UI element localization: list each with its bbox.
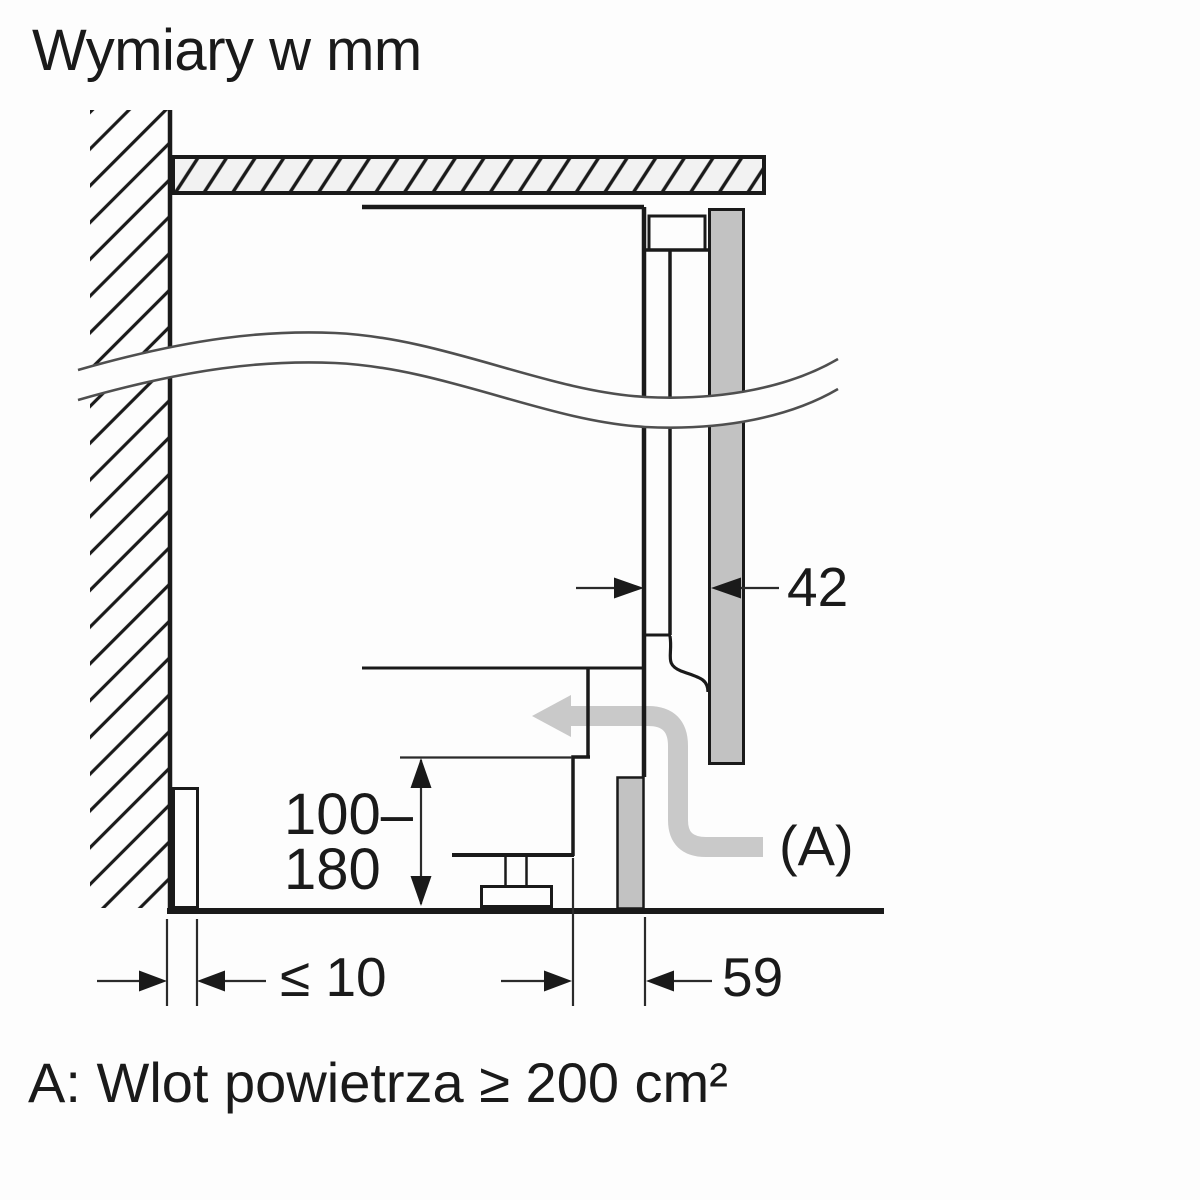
dim-42-right-arrowhead — [711, 577, 741, 599]
dim-180-label: 180 — [284, 837, 381, 902]
break-wave-band — [78, 332, 838, 428]
wall — [90, 110, 173, 909]
plinth-panel — [172, 787, 199, 909]
page-title: Wymiary w mm — [32, 18, 422, 83]
adjustable-foot — [480, 857, 553, 908]
dim-42: 42 — [576, 556, 848, 618]
dim-59-left-arrowhead — [544, 970, 572, 992]
airflow-arrowhead — [532, 695, 571, 737]
dim-59: 59 — [501, 858, 783, 1008]
appliance-door — [643, 250, 710, 693]
dim-100-180-top-arrowhead — [410, 758, 432, 788]
appliance-lower-step — [571, 755, 590, 856]
base-vent-grille — [616, 776, 645, 910]
dim-59-label: 59 — [722, 946, 783, 1008]
airflow-arrow-shaft — [566, 706, 763, 857]
appliance-top-frame — [644, 214, 709, 252]
dim-le10-right-arrowhead — [197, 970, 225, 992]
air-inlet-ref-label: (A) — [779, 814, 854, 877]
dim-59-right-arrowhead — [646, 970, 674, 992]
wall-hatch — [90, 110, 168, 908]
dim-le10-label: ≤ 10 — [280, 946, 387, 1008]
air-inlet-footnote: A: Wlot powietrza ≥ 200 cm² — [28, 1051, 728, 1114]
dim-100-180: 100– 180 — [284, 756, 572, 906]
airflow-arrow — [532, 695, 763, 857]
break-wave — [77, 331, 839, 429]
dim-le-10: ≤ 10 — [97, 919, 387, 1008]
dim-100-180-bottom-arrowhead — [410, 876, 432, 906]
break-wave-top-line — [77, 331, 839, 399]
break-wave-bottom-line — [77, 361, 839, 429]
furniture-door-panel — [708, 208, 745, 765]
dim-le10-left-arrowhead — [139, 970, 167, 992]
dim-42-label: 42 — [787, 556, 848, 618]
dim-100-label: 100– — [284, 782, 414, 847]
dim-42-left-arrowhead — [614, 577, 644, 599]
cabinet-outline — [362, 204, 647, 857]
door-break-line — [668, 635, 710, 693]
worktop — [171, 155, 766, 195]
worktop-hatch — [175, 159, 762, 191]
foot-base — [480, 885, 553, 908]
